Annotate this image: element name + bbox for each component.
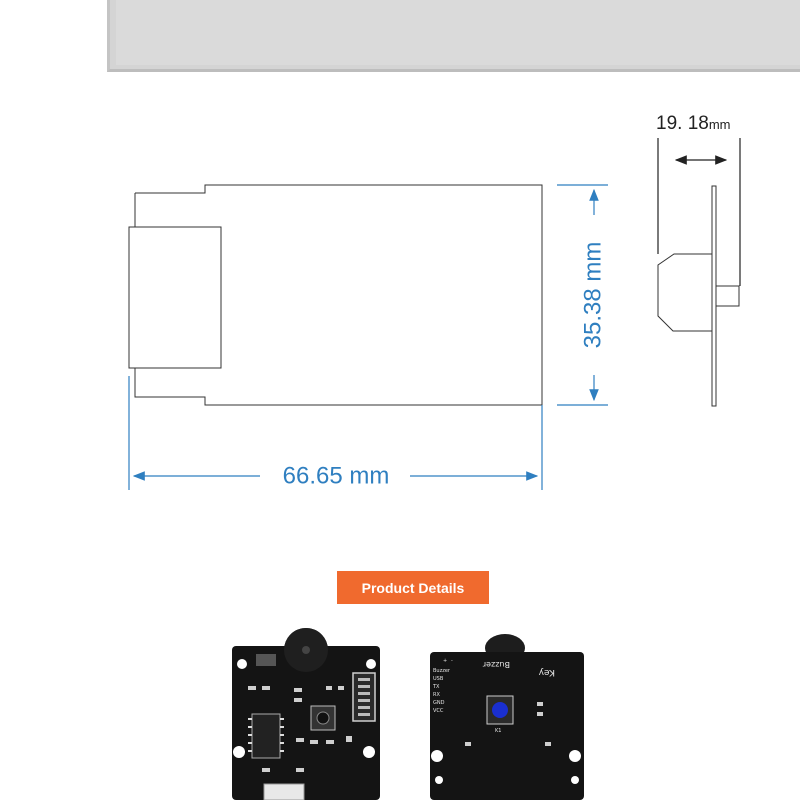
pin-label-plus: + xyxy=(443,658,447,664)
mount-hole-tr xyxy=(366,659,376,669)
mount-hole-bl xyxy=(233,746,245,758)
blue-button-cap xyxy=(492,702,508,718)
silk-buzzer-label: Buzzer xyxy=(482,660,510,669)
depth-dimension-label: 19. 18mm xyxy=(656,113,731,134)
depth-dimension-number: 19. 18 xyxy=(656,113,709,134)
bottom-connector xyxy=(263,783,305,800)
pin-label-buzzer: Buzzer xyxy=(433,668,451,674)
front-view-body-outline xyxy=(134,184,543,406)
back-pads xyxy=(465,702,551,746)
ic-chip xyxy=(251,713,281,759)
pin-label-rx: RX xyxy=(433,692,440,698)
pcb-back-board xyxy=(430,652,584,800)
mount-hole-br xyxy=(363,746,375,758)
connector-pins xyxy=(358,678,370,716)
height-dimension-label: 35.38 mm xyxy=(579,242,606,349)
pin-label-minus: - xyxy=(451,658,453,664)
pcb-front-board xyxy=(232,646,380,800)
product-details-button[interactable]: Product Details xyxy=(337,571,489,604)
side-view xyxy=(657,185,740,407)
back-mount-hole-left xyxy=(431,750,443,762)
depth-dimension xyxy=(657,138,741,286)
front-view-connector xyxy=(128,226,222,369)
back-mount-hole-left-small xyxy=(435,776,443,784)
buzzer-center xyxy=(302,646,310,654)
dimension-drawing: 35.38 mm 66.65 mm 19. 18mm xyxy=(128,113,741,490)
side-view-housing xyxy=(657,253,712,332)
tactile-switch-cap xyxy=(316,711,330,725)
silk-key-label: Key xyxy=(538,667,555,677)
pin-labels: + - Buzzer USB TX RX GND VCC xyxy=(432,658,453,714)
pin-label-vcc: VCC xyxy=(433,708,444,714)
side-view-board xyxy=(711,185,717,407)
pin-label-gnd: GND xyxy=(433,700,445,706)
width-dimension xyxy=(128,376,543,490)
top-panel xyxy=(107,0,800,72)
led-patch xyxy=(256,654,276,666)
height-dimension xyxy=(557,184,608,406)
width-dimension-label: 66.65 mm xyxy=(283,462,390,489)
side-view-stub xyxy=(715,285,740,307)
smd-components xyxy=(248,686,352,772)
ic-pins xyxy=(248,718,284,752)
back-mount-hole-right-small xyxy=(571,776,579,784)
pin-label-usb: USB xyxy=(433,676,444,682)
pin-label-tx: TX xyxy=(432,684,440,690)
back-mount-hole-right xyxy=(569,750,581,762)
silk-k1-label: K1 xyxy=(495,728,501,734)
top-panel-inner xyxy=(116,0,800,65)
front-view xyxy=(128,184,543,406)
depth-dimension-unit: mm xyxy=(709,117,731,132)
pcb-back-image: Key Buzzer K1 + - Buzzer USB TX RX GND V… xyxy=(430,634,584,800)
mount-hole-tl xyxy=(237,659,247,669)
pcb-front-image xyxy=(232,628,380,800)
